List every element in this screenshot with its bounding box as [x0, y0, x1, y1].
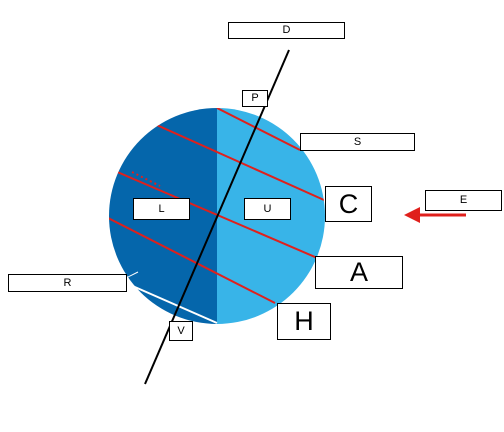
label-d: D [228, 22, 345, 39]
label-v: V [169, 321, 193, 341]
latitude-lines [109, 108, 325, 304]
terminator-line [127, 283, 218, 324]
label-l: L [133, 198, 190, 220]
latitude-line-capricorn [109, 217, 276, 304]
latitude-line-cancer-dotted [131, 171, 161, 187]
latitude-line-equator [109, 167, 323, 261]
latitude-line-cancer [149, 121, 325, 201]
sun-ray-arrow [404, 207, 466, 223]
label-h: H [277, 303, 331, 340]
label-s: S [300, 133, 415, 151]
label-a: A [315, 256, 403, 289]
label-p: P [242, 90, 268, 107]
label-r: R [8, 274, 127, 292]
latitude-line-arctic [216, 108, 301, 151]
label-e: E [425, 190, 502, 211]
label-u: U [244, 198, 291, 220]
label-c: C [325, 186, 372, 222]
r-connector-line [125, 271, 139, 279]
